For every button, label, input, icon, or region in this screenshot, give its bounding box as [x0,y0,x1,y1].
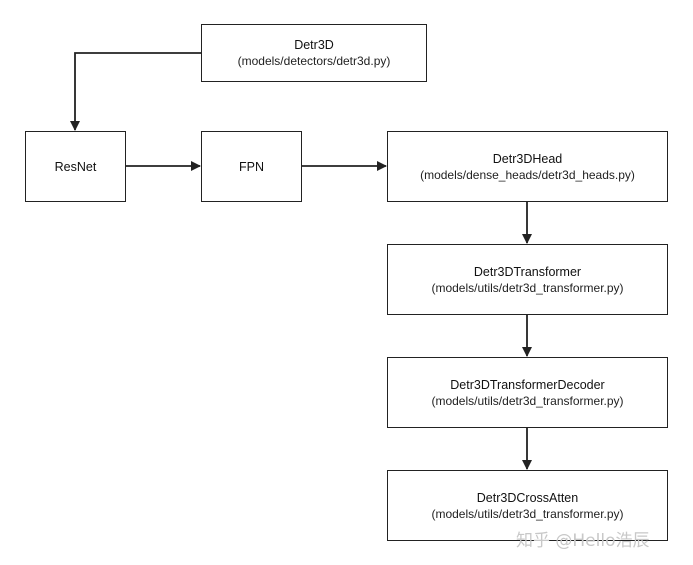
node-detr3d-transformer: Detr3DTransformer (models/utils/detr3d_t… [387,244,668,315]
edge-detr3d-to-resnet [70,52,201,131]
node-crossatten-path: (models/utils/detr3d_transformer.py) [431,506,624,521]
node-fpn: FPN [201,131,302,202]
node-detr3d: Detr3D (models/detectors/detr3d.py) [201,24,427,82]
node-decoder-path: (models/utils/detr3d_transformer.py) [431,393,624,408]
node-detr3d-transformer-decoder: Detr3DTransformerDecoder (models/utils/d… [387,357,668,428]
node-transformer-path: (models/utils/detr3d_transformer.py) [431,280,624,295]
node-head-title: Detr3DHead [492,151,563,166]
node-detr3d-head: Detr3DHead (models/dense_heads/detr3d_he… [387,131,668,202]
node-transformer-title: Detr3DTransformer [473,264,582,279]
node-head-path: (models/dense_heads/detr3d_heads.py) [420,167,635,182]
node-detr3d-cross-atten: Detr3DCrossAtten (models/utils/detr3d_tr… [387,470,668,541]
node-fpn-title: FPN [239,159,264,174]
node-detr3d-title: Detr3D [294,38,334,52]
watermark: 知乎 @Hello浩辰 [516,531,650,551]
node-decoder-title: Detr3DTransformerDecoder [450,377,605,392]
node-resnet: ResNet [25,131,126,202]
node-resnet-title: ResNet [54,159,97,174]
node-detr3d-path: (models/detectors/detr3d.py) [237,54,391,68]
node-crossatten-title: Detr3DCrossAtten [476,490,579,505]
